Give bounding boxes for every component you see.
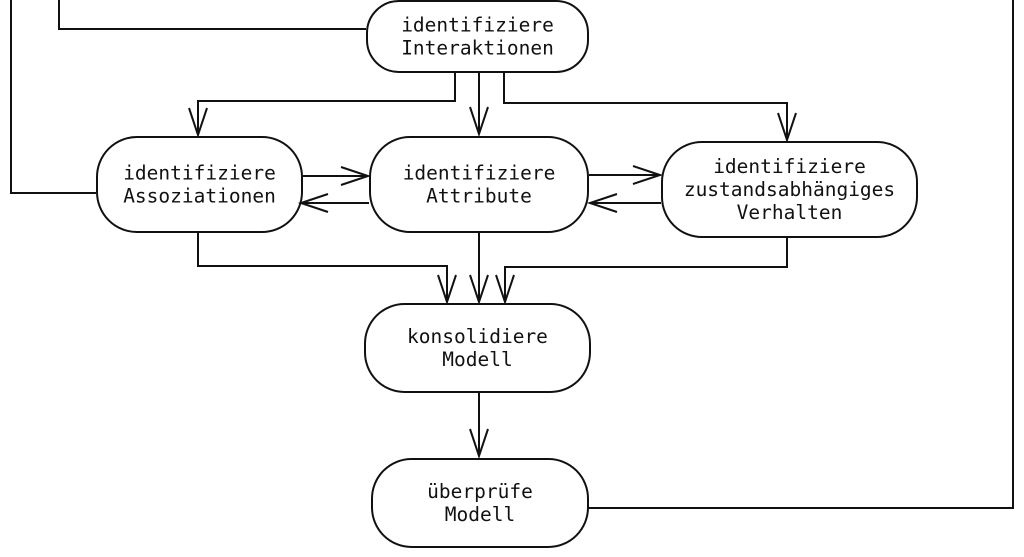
node-identifiziere-zustandsabhaengiges-verhalten: [661, 141, 918, 238]
node-label-line: identifiziere: [123, 162, 276, 185]
node-label-line: identifiziere: [401, 14, 554, 37]
edge-interaktionen-to-attribute-arrowhead: [469, 106, 489, 138]
node-label-line: Modell: [442, 348, 512, 371]
edge-offscreen-top-to-assoziationen: [10, 0, 96, 194]
edge-attribute-to-verhalten-arrowhead: [632, 165, 664, 185]
edge-verhalten-to-konsolidiere: [504, 237, 788, 302]
edge-verhalten-to-konsolidiere-arrowhead: [495, 274, 515, 306]
node-label-line: identifiziere: [403, 162, 556, 185]
node-label-line: identifiziere: [713, 155, 866, 178]
node-konsolidiere-modell: [364, 303, 591, 393]
edge-interaktionen-to-assoziationen-arrowhead: [188, 107, 208, 139]
edge-assoziationen-to-attribute-arrowhead: [340, 166, 372, 186]
edge-konsolidiere-to-ueberpruefe-arrowhead: [469, 428, 489, 460]
node-label-line: Verhalten: [737, 201, 843, 224]
edge-attribute-to-assoziationen-arrowhead: [297, 193, 329, 213]
node-identifiziere-interaktionen: [366, 0, 589, 73]
edge-verhalten-to-attribute-arrowhead: [586, 193, 618, 213]
node-label-line: Modell: [445, 503, 515, 526]
edge-assoziationen-to-konsolidiere-arrowhead: [437, 274, 457, 306]
edge-ueberpruefe-to-offscreen-top-right: [588, 0, 1014, 509]
edge-interaktionen-to-verhalten-arrowhead: [777, 112, 797, 144]
node-label-line: zustandsabhängiges: [684, 178, 895, 201]
node-label-line: Assoziationen: [123, 185, 276, 208]
edge-interaktionen-to-assoziationen: [197, 72, 456, 135]
node-label-line: überprüfe: [427, 480, 533, 503]
edge-interaktionen-to-verhalten: [503, 72, 788, 140]
node-label-line: Interaktionen: [401, 37, 554, 60]
node-identifiziere-assoziationen: [96, 136, 303, 233]
edge-assoziationen-to-konsolidiere: [197, 232, 448, 302]
edge-attribute-to-konsolidiere-arrowhead: [469, 274, 489, 306]
edge-offscreen-top-to-interaktionen: [58, 0, 366, 30]
node-label-line: konsolidiere: [407, 325, 548, 348]
node-label-line: Attribute: [426, 185, 532, 208]
node-ueberpruefe-modell: [371, 458, 589, 548]
